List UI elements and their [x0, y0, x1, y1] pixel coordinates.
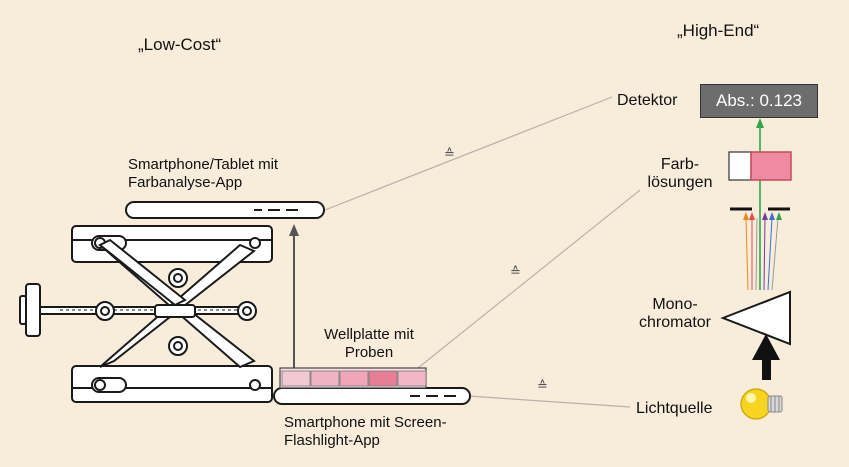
label-monochromator-line2: chromator	[638, 314, 712, 331]
well-5	[397, 370, 427, 387]
connector-lines	[324, 96, 641, 408]
smartphone-tablet-device	[125, 201, 325, 219]
label-farbloesungen: Farb- lösungen	[640, 156, 720, 192]
prism-icon	[720, 290, 791, 346]
wellplate-device	[279, 367, 427, 389]
lab-jack-icon	[19, 225, 273, 403]
well-1	[281, 370, 311, 387]
well-2	[310, 370, 340, 387]
arrow-up-icon	[289, 224, 299, 372]
label-detektor: Detektor	[617, 92, 678, 109]
smartphone-flashlight-device	[273, 387, 471, 405]
label-monochromator: Mono- chromator	[630, 296, 720, 332]
connector-smartphone-to-lichtquelle	[467, 395, 631, 408]
label-wellplate: Wellplatte mit Proben	[305, 326, 433, 362]
light-bulb-icon	[740, 388, 783, 420]
equiv-sign-1: ≙	[444, 146, 455, 161]
equiv-sign-2: ≙	[510, 264, 521, 279]
beam-arrowhead	[756, 118, 764, 128]
equiv-sign-3: ≙	[537, 378, 548, 393]
label-farbloesungen-line1: Farb-	[660, 156, 700, 173]
label-farbloesungen-line2: lösungen	[647, 174, 713, 191]
title-low-cost: „Low-Cost“	[138, 35, 222, 54]
label-smartphone-flashlight: Smartphone mit Screen- Flashlight-App	[284, 414, 447, 450]
well-4	[368, 370, 398, 387]
spectral-arrowheads	[743, 212, 782, 220]
label-smartphone-flashlight-line2: Flashlight-App	[284, 432, 380, 449]
label-smartphone-tablet-line2: Farbanalyse-App	[128, 174, 243, 191]
spectral-rays	[745, 217, 779, 291]
label-smartphone-tablet: Smartphone/Tablet mit Farbanalyse-App	[128, 156, 278, 192]
connector-smartphone-to-detektor	[324, 96, 613, 211]
label-smartphone-flashlight-line1: Smartphone mit Screen-	[284, 414, 447, 431]
label-smartphone-tablet-line1: Smartphone/Tablet mit	[128, 156, 279, 173]
absorbance-readout: Abs.: 0.123	[700, 84, 818, 118]
label-wellplate-line2: Proben	[344, 344, 394, 361]
thick-arrow-icon	[752, 334, 780, 380]
well-3	[339, 370, 369, 387]
label-monochromator-line1: Mono-	[652, 296, 698, 313]
label-lichtquelle: Lichtquelle	[636, 400, 713, 417]
connector-wellplate-to-farbloesungen	[417, 189, 641, 369]
cuvette-pair	[728, 151, 792, 181]
title-high-end: „High-End“	[677, 21, 760, 40]
label-wellplate-line1: Wellplatte mit	[324, 326, 414, 343]
